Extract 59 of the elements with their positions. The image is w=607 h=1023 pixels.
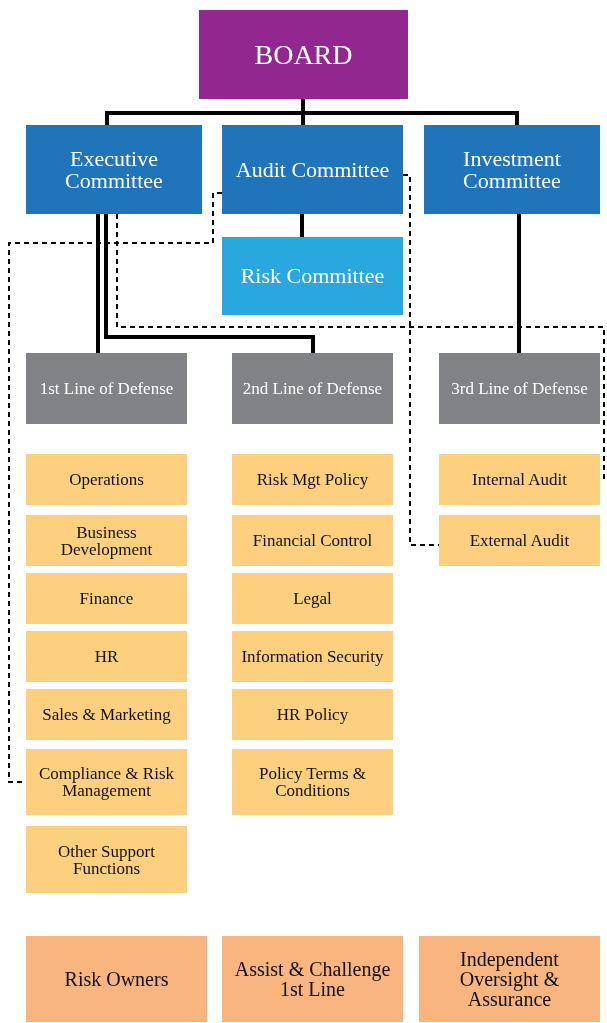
node-label: Legal xyxy=(293,590,332,607)
node-label: Assist & Challenge 1st Line xyxy=(233,959,392,999)
node-label: Business Development xyxy=(59,523,154,558)
node-label: Risk Committee xyxy=(240,265,385,287)
connector-line xyxy=(300,214,304,237)
defense-line-header xyxy=(232,353,393,424)
function-box xyxy=(232,573,393,624)
node-label: Internal Audit xyxy=(472,471,567,488)
dashed-connector xyxy=(8,192,223,783)
committee-box xyxy=(424,125,600,214)
node-label: 1st Line of Defense xyxy=(39,380,174,397)
node-label: Investment Committee xyxy=(462,147,562,192)
function-box xyxy=(439,515,600,566)
function-box xyxy=(232,689,393,740)
role-box xyxy=(419,936,600,1022)
node-label: Independent Oversight & Assurance xyxy=(458,949,561,1009)
node-label: HR Policy xyxy=(276,706,349,723)
node-label: Other Support Functions xyxy=(57,842,156,877)
function-box xyxy=(232,631,393,682)
node-label: Executive Committee xyxy=(64,147,164,192)
function-box xyxy=(232,454,393,505)
connector-line xyxy=(96,214,100,353)
node-label: Information Security xyxy=(241,648,384,665)
node-label: Policy Terms & Conditions xyxy=(257,765,368,799)
function-box xyxy=(26,749,187,815)
function-box xyxy=(26,689,187,740)
function-box xyxy=(26,454,187,505)
function-box xyxy=(26,573,187,624)
node-label: Financial Control xyxy=(252,532,373,549)
function-box xyxy=(26,826,187,893)
node-label: External Audit xyxy=(469,532,570,549)
board-box xyxy=(199,10,408,99)
connector-line xyxy=(301,99,519,125)
function-box xyxy=(439,454,600,505)
function-box xyxy=(26,631,187,682)
node-label: Compliance & Risk Management xyxy=(37,765,175,799)
node-label: Audit Committee xyxy=(235,158,390,181)
node-label: Sales & Marketing xyxy=(42,706,171,723)
function-box xyxy=(26,515,187,566)
committee-box xyxy=(222,125,403,214)
node-label: Operations xyxy=(69,471,144,488)
node-label: BOARD xyxy=(254,40,353,69)
dashed-connector xyxy=(116,213,605,480)
function-box xyxy=(232,749,393,815)
role-box xyxy=(222,936,403,1022)
node-label: 3rd Line of Defense xyxy=(451,380,588,397)
connector-line xyxy=(104,214,315,353)
node-label: HR xyxy=(94,648,119,665)
connector-line xyxy=(517,214,521,353)
committee-box xyxy=(26,125,202,214)
node-label: Risk Mgt Policy xyxy=(256,471,369,488)
node-label: Finance xyxy=(79,590,134,607)
role-box xyxy=(26,936,207,1022)
defense-line-header xyxy=(26,353,187,424)
function-box xyxy=(232,515,393,566)
defense-line-header xyxy=(439,353,600,424)
committee-box xyxy=(222,237,403,315)
node-label: 2nd Line of Defense xyxy=(242,380,383,397)
node-label: Risk Owners xyxy=(64,969,169,989)
